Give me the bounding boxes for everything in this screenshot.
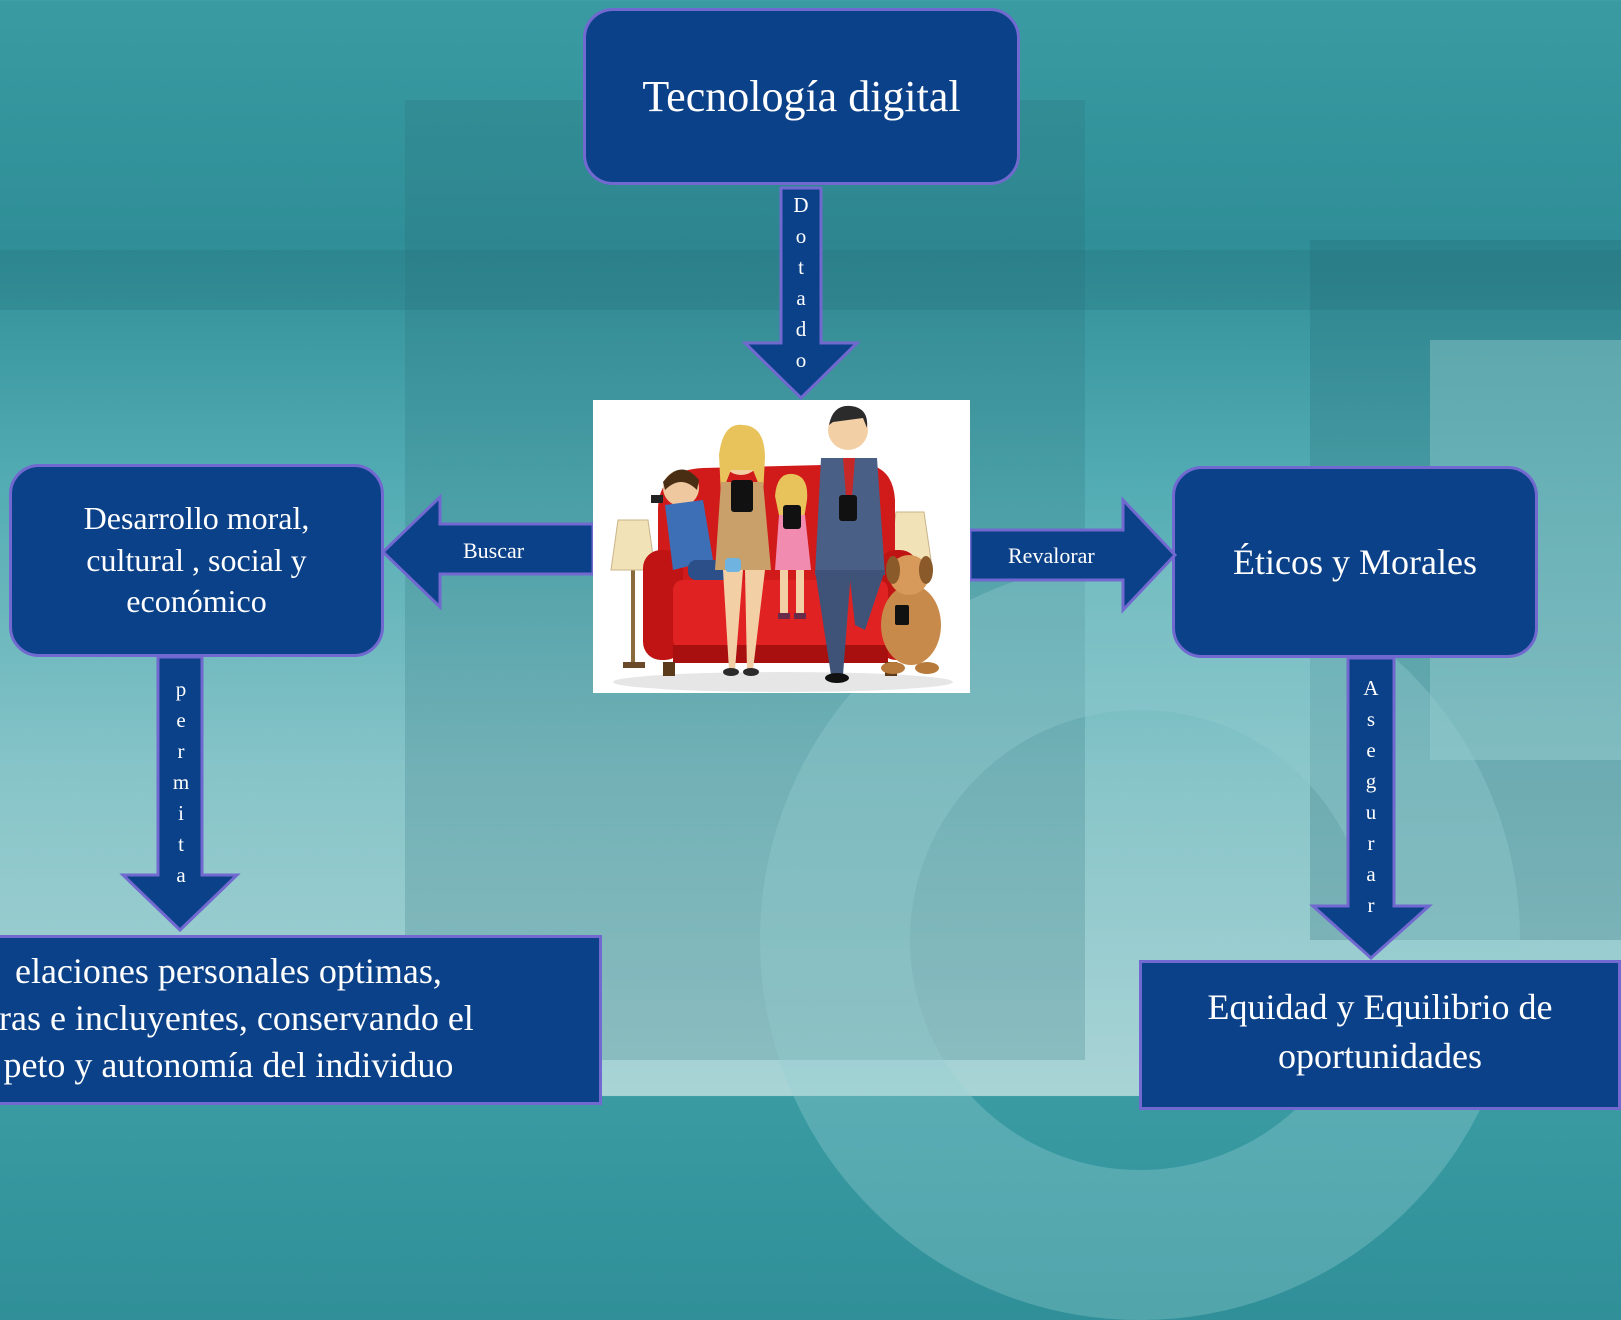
node-development-text: Desarrollo moral, cultural , social y ec… <box>84 498 310 623</box>
node-equity-line: Equidad y Equilibrio de <box>1207 987 1553 1027</box>
arrow-right-icon <box>968 496 1178 614</box>
node-technology: Tecnología digital <box>583 8 1020 185</box>
node-relations: elaciones personales optimas, eras e inc… <box>0 935 602 1105</box>
family-devices-illustration <box>593 400 970 693</box>
arrow-down-icon <box>1309 656 1433 961</box>
node-relations-line: elaciones personales optimas, <box>14 951 442 991</box>
node-equity-line: oportunidades <box>1278 1035 1482 1076</box>
node-equity: Equidad y Equilibrio de oportunidades <box>1139 960 1621 1110</box>
arrow-revalorar: Revalorar <box>968 496 1178 614</box>
node-technology-label: Tecnología digital <box>642 72 961 121</box>
arrow-revalorar-label: Revalorar <box>1008 543 1095 568</box>
node-development-line: económico <box>126 583 267 620</box>
node-development-line: Desarrollo moral, <box>83 500 310 537</box>
arrow-buscar: Buscar <box>380 493 595 611</box>
node-relations-text: elaciones personales optimas, eras e inc… <box>0 948 474 1088</box>
node-development-line: cultural , social y <box>86 541 307 578</box>
arrow-left-icon <box>380 493 595 611</box>
arrow-buscar-label: Buscar <box>463 538 525 563</box>
node-development: Desarrollo moral, cultural , social y ec… <box>9 464 384 657</box>
arrow-down-icon <box>741 186 861 401</box>
family-on-sofa-icon <box>610 405 953 692</box>
arrow-down-icon <box>119 655 241 933</box>
node-equity-text: Equidad y Equilibrio de oportunidades <box>1208 983 1553 1080</box>
node-ethics: Éticos y Morales <box>1172 466 1538 658</box>
node-relations-line: peto y autonomía del individuo <box>3 1044 454 1085</box>
node-ethics-label: Éticos y Morales <box>1233 542 1477 582</box>
node-relations-line: eras e incluyentes, conservando el <box>0 997 474 1038</box>
